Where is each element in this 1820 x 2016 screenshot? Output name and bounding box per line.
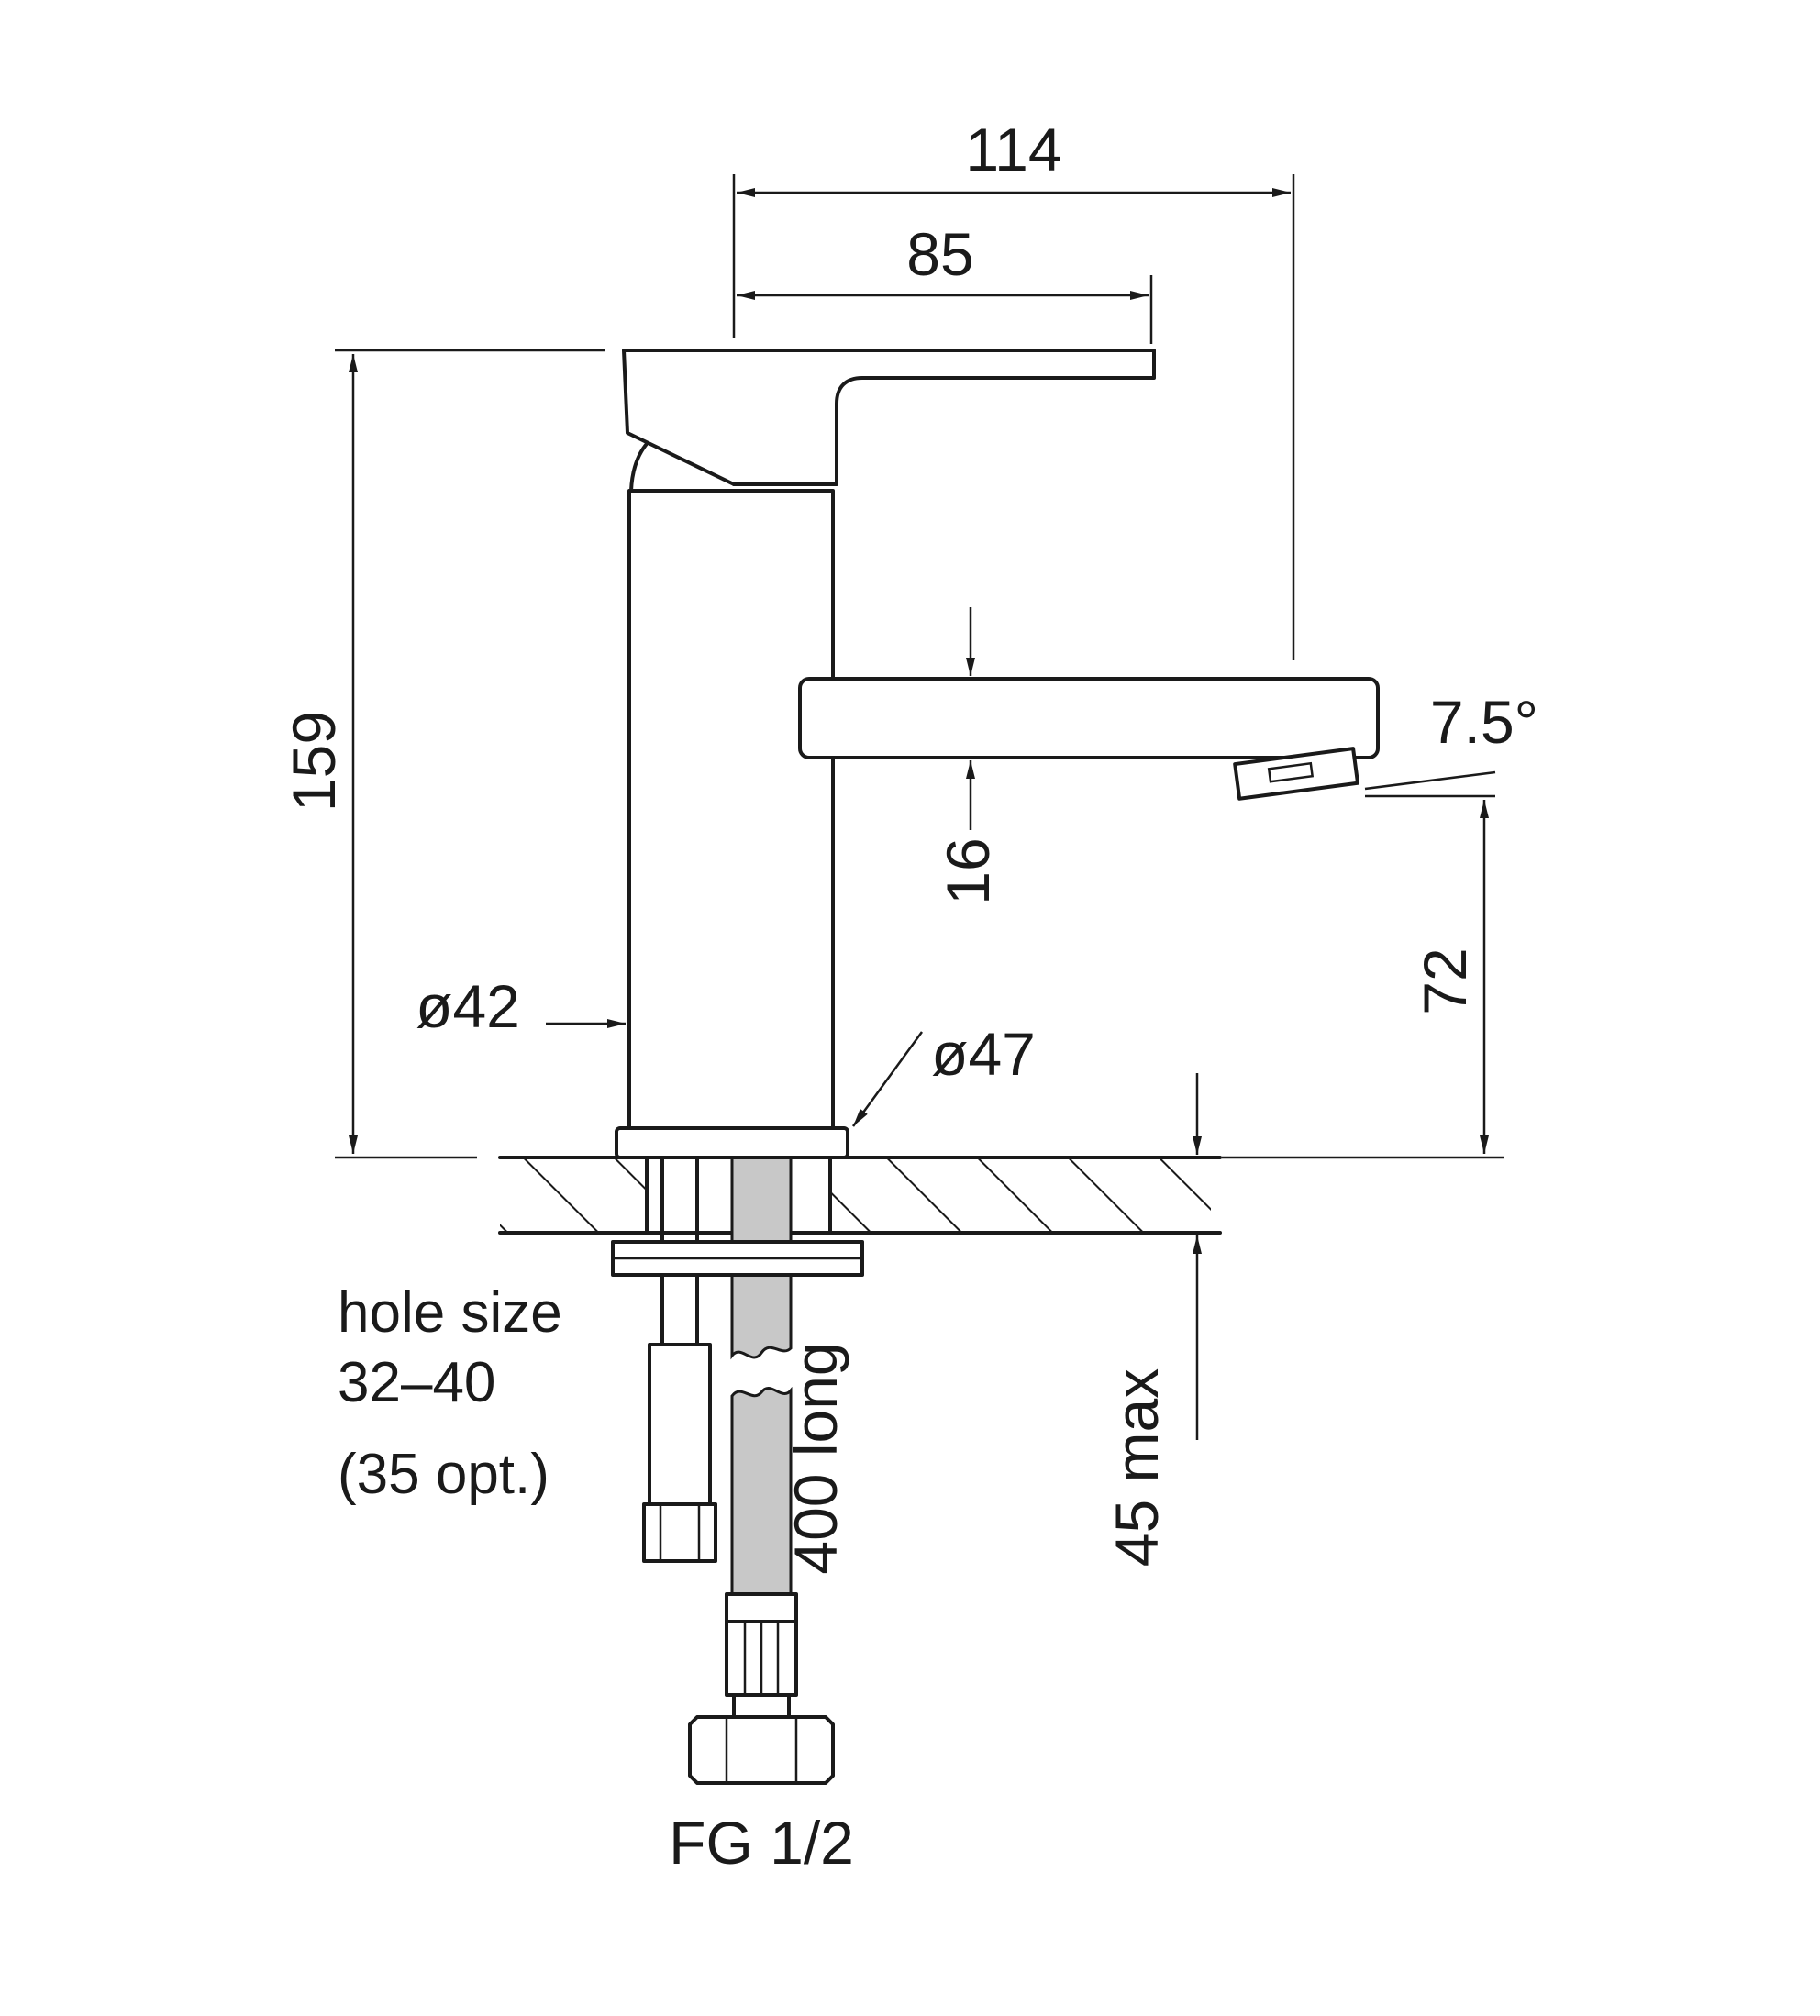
countertop bbox=[498, 1156, 1222, 1235]
fixing-stud-nut bbox=[642, 1502, 717, 1563]
hose-ferrule-collar bbox=[725, 1592, 798, 1623]
countertop-left-section bbox=[500, 1158, 647, 1233]
aerator bbox=[1233, 747, 1360, 801]
dim-body-diameter: ø42 bbox=[416, 972, 626, 1040]
dim-base-diameter: ø47 bbox=[851, 1020, 1036, 1127]
dim-total-reach: 114 bbox=[732, 116, 1295, 660]
hole-size-line2: 32–40 bbox=[338, 1351, 495, 1414]
countertop-right-section bbox=[830, 1158, 1211, 1233]
dim-label-72: 72 bbox=[1411, 947, 1479, 1014]
dim-label-114: 114 bbox=[965, 116, 1061, 183]
dim-label-45max: 45 max bbox=[1103, 1368, 1171, 1567]
dim-outlet-height: 72 bbox=[1222, 800, 1504, 1159]
hose-length-label: 400 long bbox=[782, 1342, 849, 1574]
hose-lower bbox=[730, 1386, 793, 1598]
dim-deck-thickness: 45 max bbox=[1103, 1073, 1202, 1567]
hex-nut bbox=[688, 1715, 835, 1785]
dim-height: 159 bbox=[280, 349, 605, 1159]
tap-column bbox=[627, 489, 835, 1130]
dim-label-o42: ø42 bbox=[416, 972, 520, 1040]
tap bbox=[615, 349, 1380, 1159]
dim-label-angle: 7.5° bbox=[1430, 688, 1538, 756]
hole-size-line3: (35 opt.) bbox=[338, 1443, 549, 1506]
dim-lever-reach: 85 bbox=[737, 220, 1153, 344]
dim-label-85: 85 bbox=[906, 220, 973, 288]
connection-label: FG 1/2 bbox=[669, 1809, 854, 1877]
spout bbox=[798, 677, 1380, 759]
hole-size-line1: hole size bbox=[338, 1281, 562, 1345]
supply-assembly bbox=[611, 1156, 864, 1785]
dim-label-o47: ø47 bbox=[931, 1020, 1036, 1088]
fixing-stud-body bbox=[648, 1343, 712, 1512]
lever-handle bbox=[622, 349, 1156, 486]
dim-spout-thickness: 16 bbox=[934, 607, 1002, 905]
dim-label-16: 16 bbox=[934, 837, 1002, 904]
base-collar bbox=[615, 1126, 849, 1159]
dim-spout-angle: 7.5° bbox=[1364, 688, 1538, 798]
dim-label-159: 159 bbox=[280, 711, 348, 812]
